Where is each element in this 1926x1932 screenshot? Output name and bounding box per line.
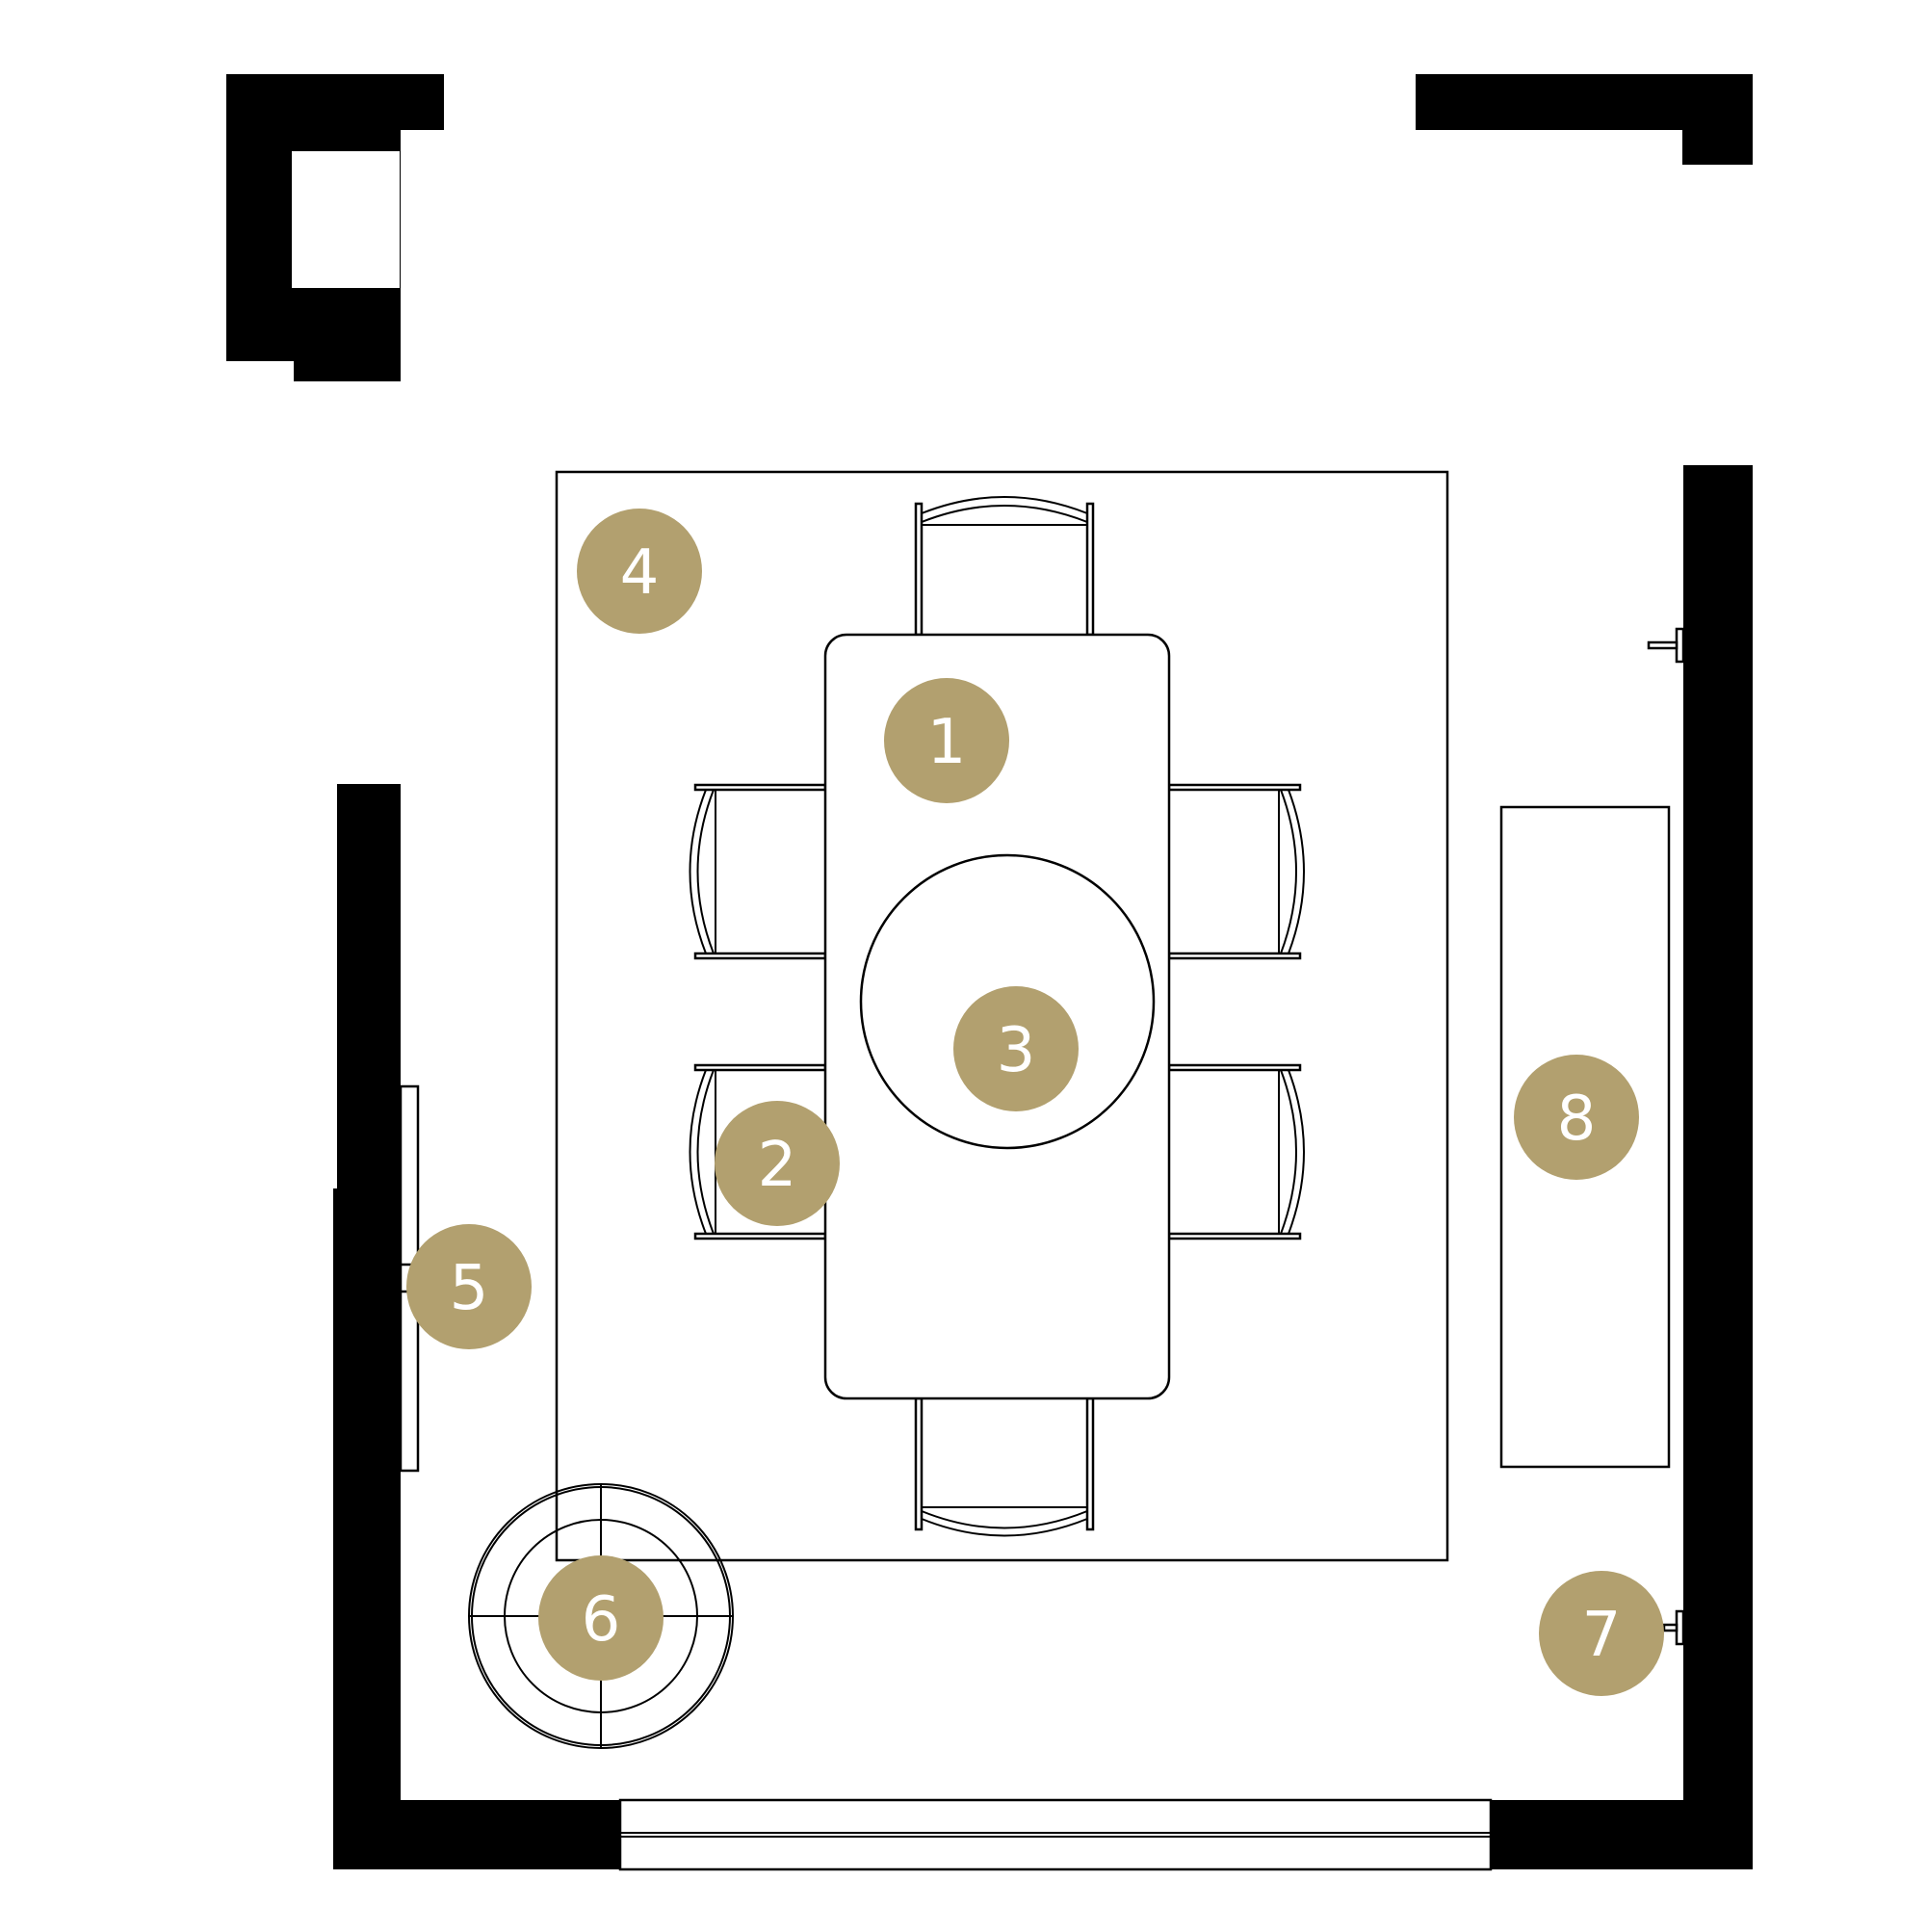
badge-number: 4 (620, 537, 660, 609)
chair-leg (1167, 783, 1302, 792)
badge-circle (884, 678, 1009, 803)
badge-circle (406, 1224, 532, 1349)
badge-circle (1539, 1571, 1664, 1696)
badge-1-dining-table[interactable]: 1 (884, 678, 1009, 803)
chair-leg (1167, 1063, 1302, 1072)
badge-2-dining-chair[interactable]: 2 (715, 1101, 840, 1226)
badge-number: 6 (582, 1584, 621, 1656)
chair-back (1288, 789, 1305, 954)
window-frame (618, 1798, 1493, 1871)
chair-leg (1085, 502, 1095, 637)
sconce-arm (1647, 640, 1679, 650)
sconce-arm (1662, 1623, 1679, 1632)
badge-circle (715, 1101, 840, 1226)
chair-leg (693, 1232, 827, 1240)
chair-back (689, 789, 707, 954)
chair-back (689, 1069, 707, 1235)
badge-6-round-planter[interactable]: 6 (538, 1555, 664, 1681)
chair-back (1280, 1069, 1297, 1235)
wall-sconce-upper[interactable] (1647, 627, 1685, 664)
dining-chair-right-upper[interactable] (1167, 783, 1305, 960)
badge-circle (1514, 1055, 1639, 1180)
badge-circle (538, 1555, 664, 1681)
dining-chair-top[interactable] (914, 496, 1095, 637)
chair-back (1288, 1069, 1305, 1235)
badge-5-wall-console[interactable]: 5 (406, 1224, 532, 1349)
badge-4-area-rug[interactable]: 4 (577, 509, 702, 634)
chair-leg (693, 783, 827, 792)
wall-right (1491, 465, 1753, 1869)
badge-number: 2 (758, 1130, 797, 1201)
badge-3-round-tray[interactable]: 3 (953, 986, 1079, 1111)
window (618, 1798, 1493, 1871)
chair-leg (1167, 952, 1302, 960)
chair-leg (1167, 1232, 1302, 1240)
badge-circle (577, 509, 702, 634)
walls (226, 74, 1753, 1869)
badge-7-wall-sconce[interactable]: 7 (1539, 1571, 1664, 1696)
badge-number: 7 (1582, 1600, 1622, 1671)
chair-leg (914, 502, 924, 637)
badge-circle (953, 986, 1079, 1111)
badge-8-sideboard[interactable]: 8 (1514, 1055, 1639, 1180)
chair-leg (693, 1063, 827, 1072)
chair-leg (914, 1397, 924, 1531)
chair-back (696, 789, 715, 954)
badge-number: 3 (997, 1015, 1036, 1086)
badge-number: 8 (1557, 1083, 1597, 1155)
wall-top-right (1416, 74, 1753, 165)
badge-number: 5 (450, 1253, 489, 1324)
wall-left (333, 784, 620, 1869)
chair-back (921, 1510, 1088, 1529)
dining-chair-left-lower[interactable] (689, 1063, 827, 1240)
badges: 1 2 3 4 5 6 7 8 (406, 509, 1664, 1696)
badge-number: 1 (927, 707, 967, 778)
chair-leg (1085, 1397, 1095, 1531)
chair-back (696, 1069, 715, 1235)
chair-back (921, 505, 1088, 523)
chair-back (921, 1518, 1088, 1537)
wall-sconce-lower[interactable] (1662, 1609, 1685, 1646)
wall-top-left (226, 74, 444, 381)
chair-back (1280, 789, 1297, 954)
chair-back (921, 496, 1088, 514)
chair-leg (693, 952, 827, 960)
